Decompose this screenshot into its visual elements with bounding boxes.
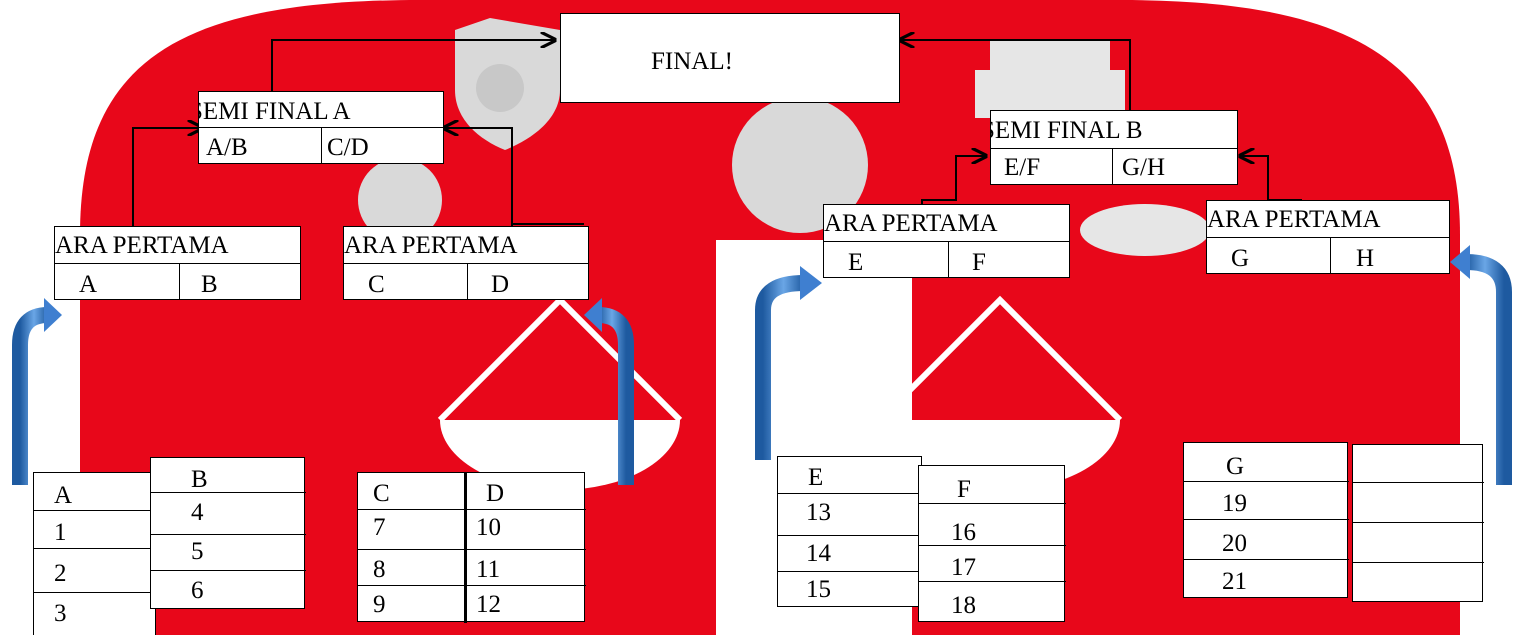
group-table-h <box>1352 444 1484 602</box>
round1-cd-right: D <box>491 271 510 298</box>
round1-match-ef: ARA PERTAMA E F <box>823 204 1070 278</box>
round1-ab-title: ARA PERTAMA <box>55 232 229 259</box>
round1-gh-title: ARA PERTAMA <box>1207 206 1381 233</box>
round1-ef-left: E <box>848 249 864 276</box>
semi-final-a-title: SEMI FINAL A <box>198 98 351 125</box>
group-g-member: 21 <box>1222 568 1247 595</box>
group-c-member: 7 <box>373 514 386 541</box>
group-b-member: 5 <box>191 538 204 565</box>
money-bag-icon <box>476 64 524 112</box>
group-table-cd: C 7 8 9 D 10 11 12 <box>357 472 586 623</box>
group-e-member: 14 <box>806 540 831 567</box>
final-box: FINAL! <box>560 13 900 103</box>
group-a-header: A <box>54 482 73 509</box>
scale-left-cord <box>437 295 683 423</box>
group-table-g: G 19 20 21 <box>1183 442 1349 598</box>
group-f-member: 17 <box>951 554 976 581</box>
group-g-header: G <box>1226 453 1245 480</box>
sombrero-icon <box>1080 204 1210 256</box>
center-grey-circle <box>732 97 868 233</box>
final-label: FINAL! <box>651 48 733 75</box>
semi-final-b-box: SEMI FINAL B E/F G/H <box>990 110 1238 185</box>
semi-final-b-title: SEMI FINAL B <box>990 117 1143 144</box>
group-table-a: A 1 2 3 <box>33 472 157 635</box>
group-a-member: 3 <box>54 600 67 627</box>
group-g-member: 19 <box>1222 490 1247 517</box>
semi-final-b-left: E/F <box>1004 154 1041 181</box>
group-table-f: F 16 17 18 <box>918 465 1066 622</box>
round1-gh-right: H <box>1356 245 1375 272</box>
group-e-header: E <box>808 464 824 491</box>
group-c-member: 8 <box>373 556 386 583</box>
round1-ab-left: A <box>79 271 98 298</box>
group-f-member: 18 <box>951 592 976 619</box>
group-a-member: 1 <box>54 519 67 546</box>
group-d-header: D <box>486 480 505 507</box>
group-f-member: 16 <box>951 519 976 546</box>
group-table-b: B 4 5 6 <box>150 457 306 609</box>
semi-final-b-right: G/H <box>1122 154 1166 181</box>
round1-ab-right: B <box>201 271 218 298</box>
group-b-member: 4 <box>191 499 204 526</box>
round1-match-gh: ARA PERTAMA G H <box>1206 200 1450 274</box>
group-table-e: E 13 14 15 <box>777 456 923 607</box>
group-e-member: 13 <box>806 499 831 526</box>
round1-gh-left: G <box>1231 245 1250 272</box>
capitol-building-icon <box>975 40 1125 118</box>
round1-ef-title: ARA PERTAMA <box>824 210 998 237</box>
group-c-header: C <box>373 480 390 507</box>
group-f-header: F <box>957 476 971 503</box>
semi-final-a-left: A/B <box>206 134 248 161</box>
group-g-member: 20 <box>1222 530 1247 557</box>
group-e-member: 15 <box>806 576 831 603</box>
group-a-member: 2 <box>54 560 67 587</box>
round1-ef-right: F <box>972 249 986 276</box>
round1-cd-title: ARA PERTAMA <box>344 232 518 259</box>
group-d-member: 10 <box>476 514 501 541</box>
scale-right-cord <box>877 295 1123 423</box>
group-b-header: B <box>191 466 208 493</box>
group-c-member: 9 <box>373 591 386 618</box>
semi-final-a-box: SEMI FINAL A A/B C/D <box>198 91 444 164</box>
group-d-member: 11 <box>476 556 501 583</box>
round1-cd-left: C <box>368 271 385 298</box>
round1-match-ab: ARA PERTAMA A B <box>54 226 301 300</box>
round1-match-cd: ARA PERTAMA C D <box>343 226 589 300</box>
group-d-member: 12 <box>476 591 501 618</box>
group-b-member: 6 <box>191 577 204 604</box>
coins-icon <box>358 158 442 242</box>
semi-final-a-right: C/D <box>327 134 369 161</box>
